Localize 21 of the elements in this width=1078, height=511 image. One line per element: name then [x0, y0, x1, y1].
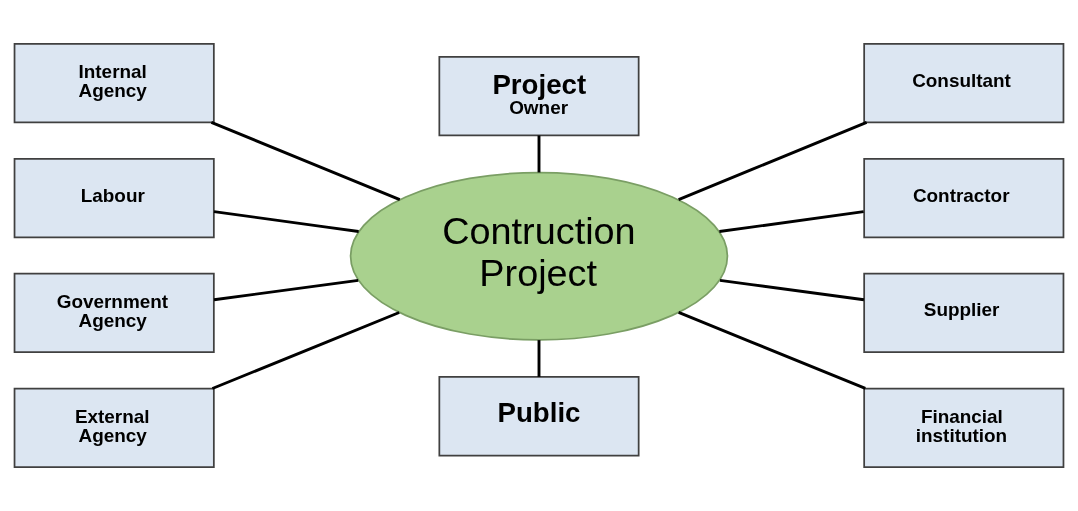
connector: [213, 278, 359, 302]
connector: [719, 210, 864, 233]
connector: [537, 135, 541, 173]
node-box: Internal Agency: [13, 42, 215, 124]
node-box: Financial institution: [863, 387, 1065, 469]
node-ellipse: Contruction Project: [349, 171, 729, 341]
node-box: Consultant: [863, 42, 1065, 124]
node-box: Supplier: [863, 272, 1065, 354]
node-box: Contractor: [863, 157, 1065, 239]
connector: [678, 121, 868, 201]
connector: [210, 121, 401, 202]
node-box: Government Agency: [13, 272, 215, 354]
connector: [537, 340, 541, 377]
node-box: Project Owner: [438, 56, 640, 137]
connector: [678, 311, 866, 390]
node-box: External Agency: [13, 387, 215, 469]
connector: [213, 210, 359, 233]
connector: [211, 311, 400, 390]
node-box: Public: [438, 376, 640, 457]
connector: [719, 278, 865, 302]
node-box: Labour: [13, 157, 215, 239]
